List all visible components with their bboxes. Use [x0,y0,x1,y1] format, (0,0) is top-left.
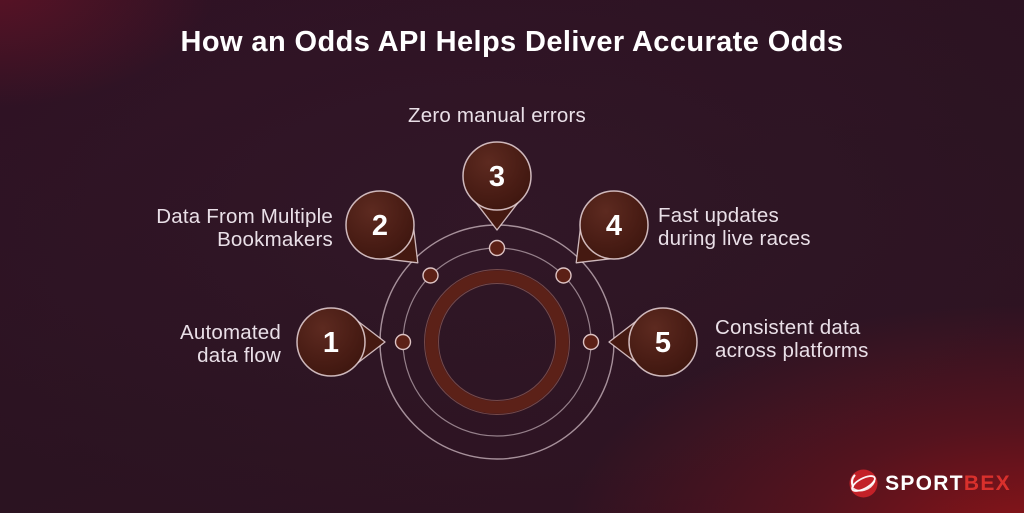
bubble-2-circle [345,190,415,260]
label-line: Fast updates [658,204,779,227]
bubble-2-number: 2 [372,210,388,242]
node-dot-1 [394,333,412,351]
node-dot-2 [422,267,439,284]
sportbex-logo: SPORTBEX [848,468,1011,499]
label-line: Consistent data [715,316,861,339]
bubble-2: 2 [345,190,419,264]
bubble-4: 4 [575,190,649,264]
label-line: data flow [197,344,281,367]
label-fast-updates-during-live-races: Fast updates during live races [658,204,811,250]
bubble-1: 1 [296,307,386,377]
label-data-from-multiple-bookmakers: Data From Multiple Bookmakers [156,205,333,251]
bubble-1-number: 1 [323,327,339,359]
node-dot-5 [582,333,600,351]
inner-ring [425,270,569,414]
logo-bex-text: BEX [963,471,1011,495]
node-dot-3 [488,239,506,257]
label-line: during live races [658,227,811,250]
bubble-5: 5 [608,307,698,377]
bubble-3-number: 3 [489,161,505,193]
label-line: Automated [180,321,281,344]
bubble-1-circle [296,307,366,377]
inner-ring-outer-edge [424,269,570,415]
bubble-4-circle [579,190,649,260]
label-line: Data From Multiple [156,205,333,228]
sportbex-wordmark: SPORTBEX [885,472,1011,496]
label-line: across platforms [715,339,869,362]
logo-sport-text: SPORT [885,471,964,495]
bubble-5-circle [628,307,698,377]
sportbex-globe-icon [849,469,878,498]
node-dot-4 [555,267,572,284]
label-line: Bookmakers [217,228,333,251]
label-consistent-data-across-platforms: Consistent data across platforms [715,316,869,362]
inner-ring-inner-edge [438,283,556,401]
bubble-3: 3 [462,141,532,231]
label-zero-manual-errors: Zero manual errors [375,104,619,127]
bubble-3-circle [462,141,532,211]
label-line: Zero manual errors [408,104,586,127]
bubble-5-number: 5 [655,327,671,359]
node-dots [394,239,600,351]
bubble-4-number: 4 [606,210,622,242]
label-automated-data-flow: Automated data flow [180,321,281,367]
page-title: How an Odds API Helps Deliver Accurate O… [180,26,844,58]
